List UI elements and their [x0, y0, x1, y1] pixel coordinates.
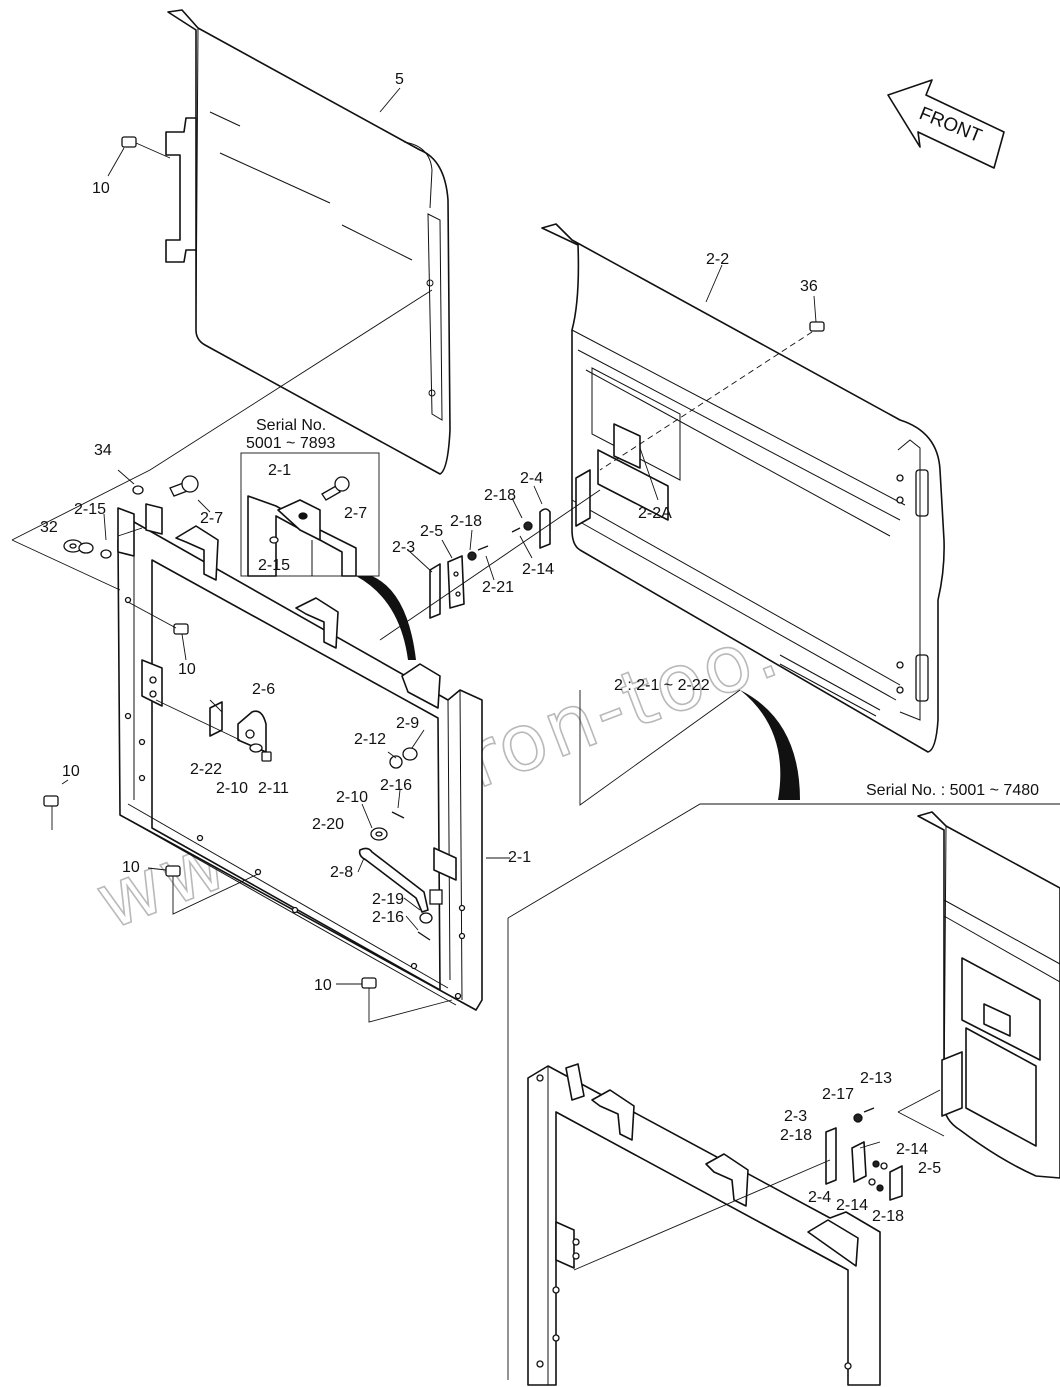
- serial-note-top-line2: 5001 ~ 7893: [246, 435, 336, 452]
- label-2-16: 2-16: [380, 777, 412, 794]
- bolt-icon: [147, 865, 259, 915]
- inset-label-2-7: 2-7: [344, 505, 367, 522]
- front-arrow-icon: FRONT: [887, 79, 1005, 169]
- inset-box-top: [240, 452, 380, 577]
- label-2-19: 2-19: [372, 891, 404, 908]
- label-2-4: 2-4: [520, 470, 543, 487]
- callout-arrow-icon: [740, 690, 800, 800]
- bolt-icon: [127, 601, 189, 661]
- label-10: 10: [314, 977, 332, 994]
- label-2-2: 2-2: [706, 251, 729, 268]
- inset-bottom-parts: [527, 811, 1060, 1386]
- label-2-6: 2-6: [252, 681, 275, 698]
- assembly-note: 2 : 2-1 ~ 2-22: [614, 677, 710, 694]
- inset-label-2-1: 2-1: [268, 462, 291, 479]
- cover-panel-5: [165, 9, 451, 475]
- label-2-14: 2-14: [522, 561, 554, 578]
- label-10: 10: [122, 859, 140, 876]
- label-2-1: 2-1: [508, 849, 531, 866]
- label-2-3: 2-3: [392, 539, 415, 556]
- inset-label-2-18: 2-18: [872, 1208, 904, 1225]
- door-2-2: [541, 223, 945, 753]
- inset-label-2-14: 2-14: [896, 1141, 928, 1158]
- inset-label-2-15: 2-15: [258, 557, 290, 574]
- label-2-10: 2-10: [336, 789, 368, 806]
- callout-arrow-icon: [356, 576, 416, 660]
- serial-note-bottom: Serial No. : 5001 ~ 7480: [866, 782, 1039, 799]
- label-2-18: 2-18: [484, 487, 516, 504]
- bolt-icon: [599, 295, 825, 471]
- bolt-icon: [336, 977, 453, 1023]
- label-2-10: 2-10: [216, 780, 248, 797]
- label-2-11: 2-11: [258, 780, 289, 797]
- bolt-icon: [107, 136, 171, 177]
- label-2-20: 2-20: [312, 816, 344, 833]
- label-36: 36: [800, 278, 818, 295]
- label-2-12: 2-12: [354, 731, 386, 748]
- inset-label-2-5: 2-5: [918, 1160, 941, 1177]
- label-2-9: 2-9: [396, 715, 419, 732]
- label-2-18: 2-18: [450, 513, 482, 530]
- label-2-2a: 2-2A: [638, 505, 672, 522]
- washer-icon: [63, 539, 94, 554]
- inset-label-2-14: 2-14: [836, 1197, 868, 1214]
- label-10: 10: [92, 180, 110, 197]
- label-34: 34: [94, 442, 112, 459]
- inset-label-2-18: 2-18: [780, 1127, 812, 1144]
- label-10: 10: [62, 763, 80, 780]
- inset-label-2-3: 2-3: [784, 1108, 807, 1125]
- bolt-icon: [43, 779, 69, 830]
- label-2-16: 2-16: [372, 909, 404, 926]
- serial-note-top-line1: Serial No.: [256, 417, 326, 434]
- pin-assembly: [370, 747, 418, 841]
- nut-icon: [100, 485, 144, 559]
- inset-label-2-4: 2-4: [808, 1189, 831, 1206]
- label-10: 10: [178, 661, 196, 678]
- latch-bracket-2-6: [155, 699, 272, 762]
- label-32: 32: [40, 519, 58, 536]
- label-2-15: 2-15: [74, 501, 106, 518]
- label-2-7: 2-7: [200, 510, 223, 527]
- inset-top-parts: [247, 476, 357, 577]
- label-2-8: 2-8: [330, 864, 353, 881]
- inset-box-bottom: [507, 803, 1060, 1380]
- inset-label-2-17: 2-17: [822, 1086, 854, 1103]
- inset-label-2-13: 2-13: [860, 1070, 892, 1087]
- lock-parts: [379, 489, 601, 641]
- label-2-21: 2-21: [482, 579, 514, 596]
- bolt-icon: [169, 475, 199, 497]
- label-5: 5: [395, 71, 404, 88]
- frame-2-1: [117, 503, 483, 1011]
- label-2-22: 2-22: [190, 761, 222, 778]
- rod-2-8: [358, 847, 443, 941]
- label-2-5: 2-5: [420, 523, 443, 540]
